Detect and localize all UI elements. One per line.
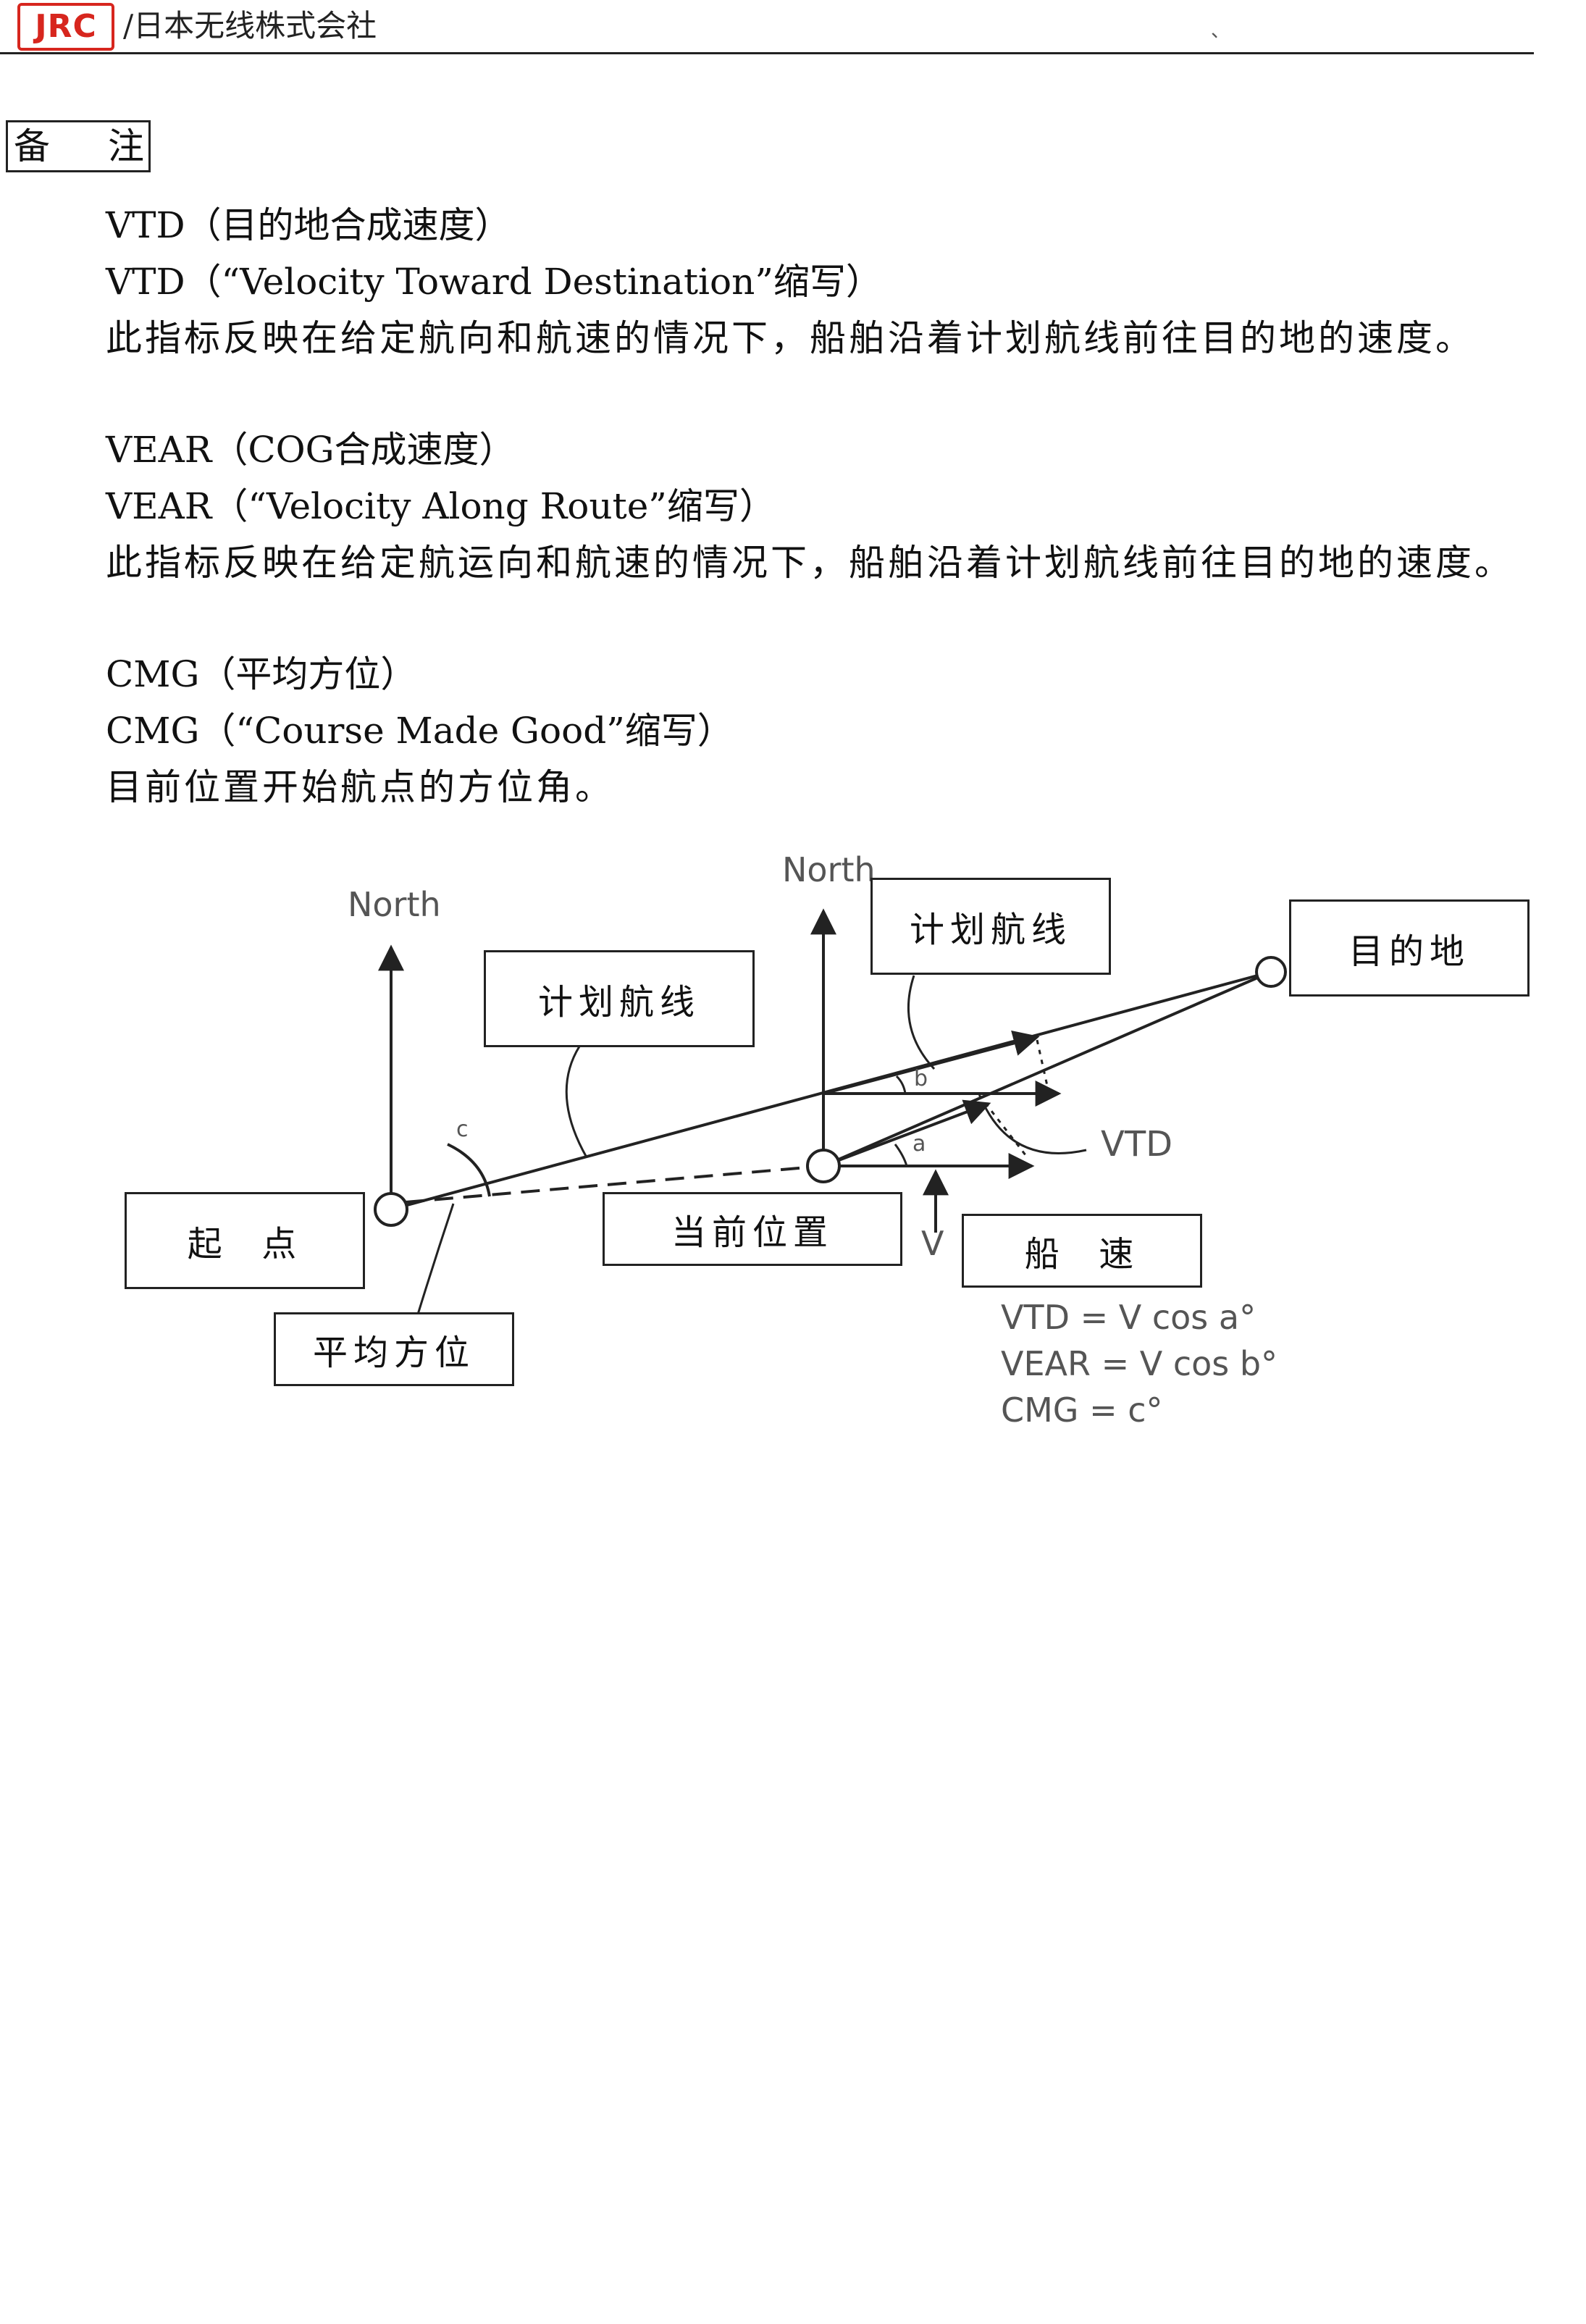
formula-vtd: VTD = V cos a°: [1001, 1298, 1256, 1337]
cmg-abbrev: CMG（“Course Made Good”缩写）: [106, 710, 734, 752]
page-header: JRC /日本无线株式会社 、: [0, 0, 1534, 54]
vtd-label: VTD: [1101, 1124, 1173, 1165]
corner-mark: 、: [1211, 20, 1230, 42]
remark-label-box: 备 注: [6, 120, 151, 172]
destination-marker: [1255, 956, 1287, 988]
planned-route-box-1: 计划航线: [484, 950, 755, 1047]
destination-box: 目的地: [1289, 899, 1530, 997]
angle-a-label: a: [912, 1131, 926, 1157]
current-to-destination-line: [823, 970, 1272, 1167]
diagram-lines: [374, 908, 1287, 1317]
section-cmg: CMG（平均方位） CMG（“Course Made Good”缩写） 目前位置…: [106, 646, 734, 815]
leader-planned-route-1: [565, 1046, 588, 1158]
navigation-diagram: North North c a b VTD V 计划航线 计划航线 目的地 起 …: [0, 833, 1586, 1456]
angle-b-arc: [895, 1075, 907, 1094]
cmg-box: 平均方位: [274, 1312, 514, 1386]
vtd-description: 此指标反映在给定航向和航速的情况下，船舶沿着计划航线前往目的地的速度。: [106, 317, 1474, 359]
leader-cmg: [416, 1203, 455, 1317]
angle-a-arc: [894, 1144, 908, 1167]
vear-title: VEAR（COG合成速度）: [106, 429, 516, 471]
v-label: V: [921, 1224, 944, 1263]
vtd-abbrev: VTD（“Velocity Toward Destination”缩写）: [106, 261, 882, 303]
remark-label-right: 注: [108, 125, 144, 167]
section-vtd: VTD（目的地合成速度） VTD（“Velocity Toward Destin…: [106, 197, 1474, 366]
vear-description: 此指标反映在给定航运向和航速的情况下，船舶沿着计划航线前往目的地的速度。: [106, 542, 1514, 584]
start-point-marker: [374, 1192, 408, 1227]
projection-dotted-2: [1036, 1039, 1050, 1093]
jrc-logo: JRC: [17, 3, 114, 51]
angle-b-label: b: [914, 1066, 928, 1091]
vtd-title: VTD（目的地合成速度）: [106, 204, 511, 246]
cmg-description: 目前位置开始航点的方位角。: [106, 766, 614, 808]
cmg-title: CMG（平均方位）: [106, 653, 417, 695]
remark-label-left: 备: [14, 125, 50, 167]
projection-dotted-1: [978, 1094, 1030, 1159]
leader-planned-route-2: [907, 975, 936, 1070]
company-name: /日本无线株式会社: [123, 8, 377, 43]
north-label-right: North: [782, 850, 876, 889]
vtd-vector: [823, 1099, 991, 1167]
cmg-dashed-line: [405, 1165, 824, 1204]
angle-c-label: c: [456, 1117, 469, 1142]
current-position-box: 当前位置: [603, 1192, 902, 1266]
start-point-box: 起 点: [125, 1192, 365, 1289]
current-position-marker: [806, 1149, 841, 1183]
leader-vtd: [982, 1103, 1087, 1154]
planned-route-box-2: 计划航线: [870, 878, 1111, 975]
vear-abbrev: VEAR（“Velocity Along Route”缩写）: [106, 485, 776, 527]
section-vear: VEAR（COG合成速度） VEAR（“Velocity Along Route…: [106, 421, 1514, 591]
formula-vear: VEAR = V cos b°: [1001, 1344, 1278, 1383]
north-label-left: North: [348, 885, 441, 924]
ship-speed-box: 船 速: [962, 1214, 1202, 1288]
angle-c-arc: [447, 1143, 491, 1197]
formula-cmg: CMG = c°: [1001, 1390, 1163, 1430]
